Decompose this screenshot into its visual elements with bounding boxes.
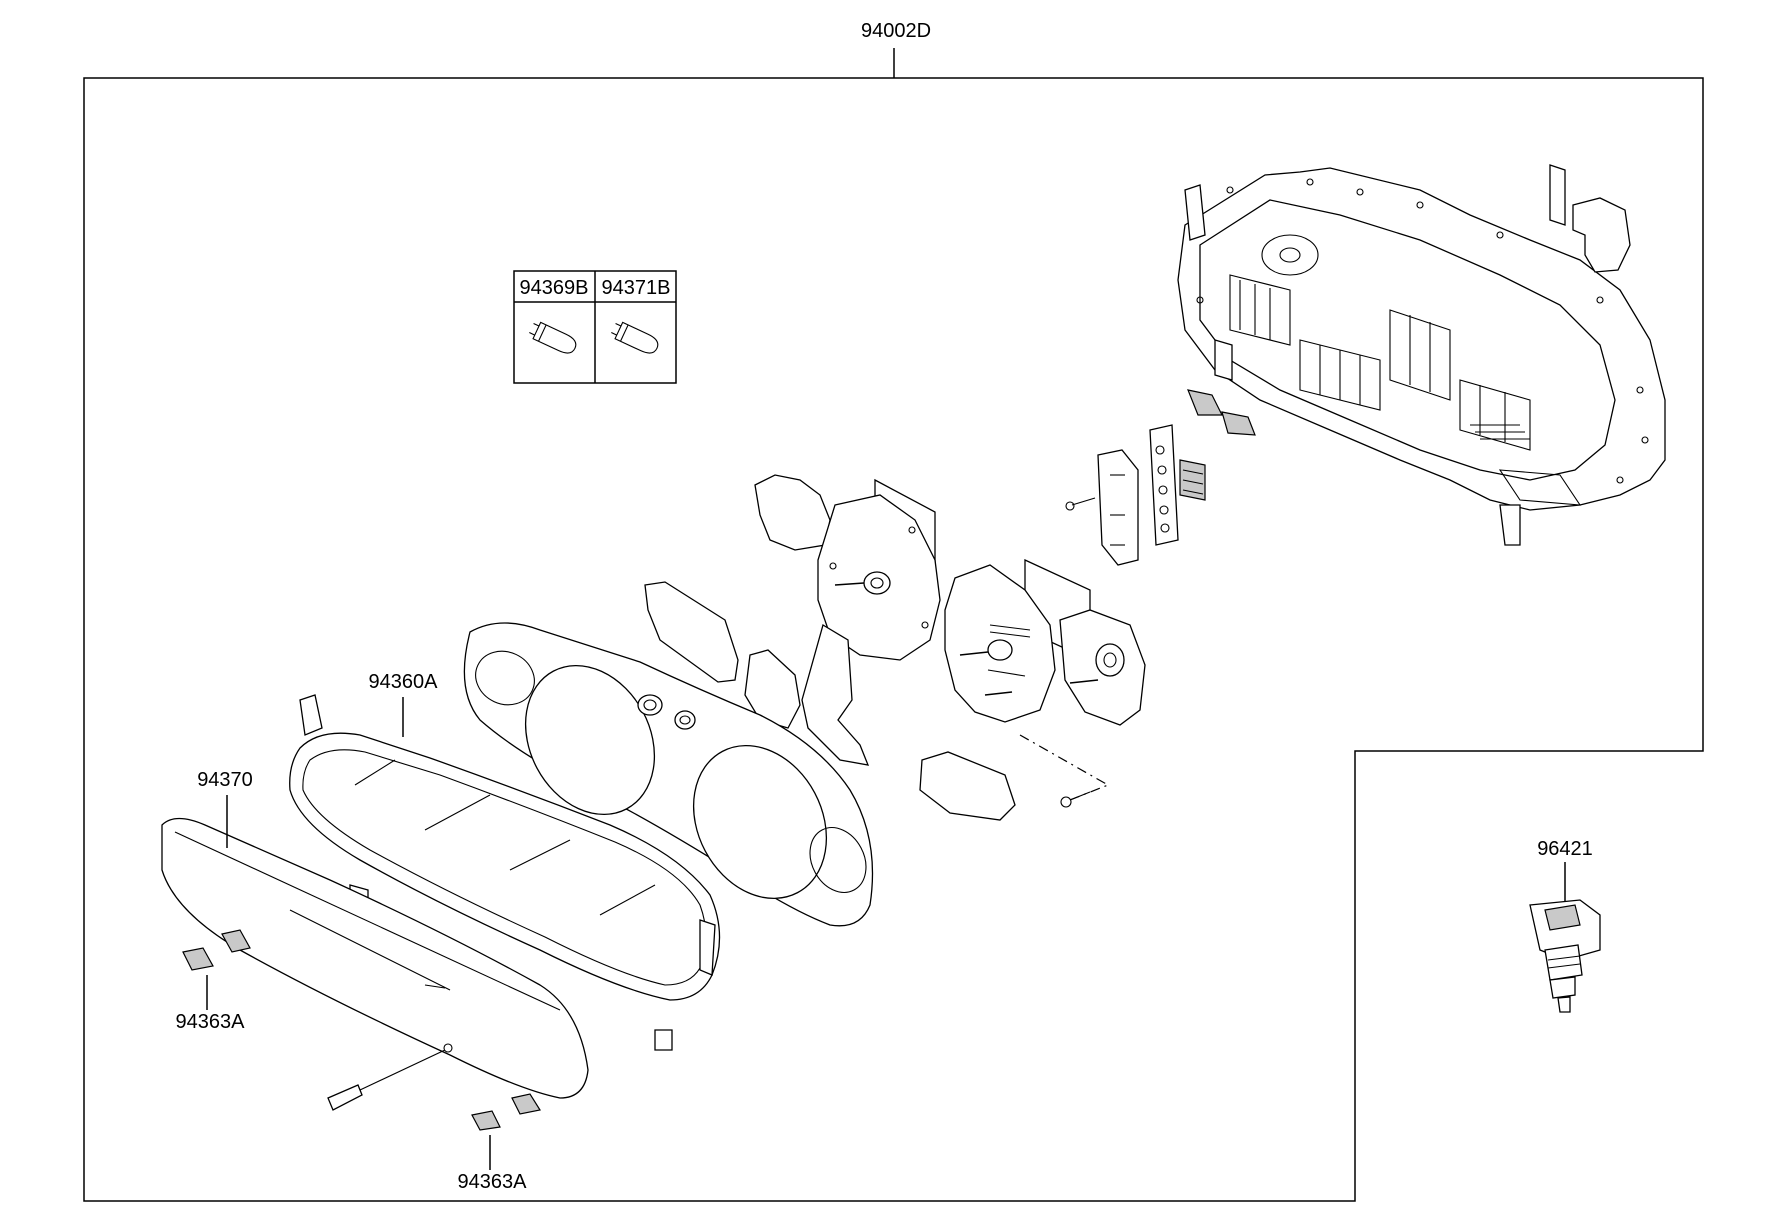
pad [511,1093,541,1115]
pad [471,1110,501,1131]
locating-pin [327,1043,453,1111]
label-pad-lower: 94363A [458,1171,528,1193]
gauge-plate [644,581,739,683]
dial-face-plate [463,622,874,927]
pad [221,929,251,953]
contact-pad [1221,411,1256,436]
lens-window [161,817,589,1099]
bulb-icon [529,321,577,354]
assembly-boundary [83,77,1704,1202]
gauge-plate [744,649,801,729]
bulb-col2-label: 94371B [602,277,671,299]
connector-block [1097,424,1206,566]
pad [182,947,214,971]
bulb-icon [611,321,659,354]
label-lens-window: 94370 [197,769,253,791]
label-lens-holder: 94360A [369,671,439,693]
speed-sensor [1529,862,1601,1013]
gauge-plate [919,751,1016,821]
gauge-movement [754,474,941,661]
mount-bracket [801,624,870,766]
gauge-movement [944,558,1146,726]
retainer-clip [1572,197,1631,273]
screw [1065,497,1096,511]
contact-pad [1187,389,1223,416]
bulb-col1-label: 94369B [520,277,589,299]
label-pad-upper: 94363A [176,1011,246,1033]
screw [1060,791,1091,808]
bulb-table: 94369B 94371B [513,270,677,384]
label-sensor: 96421 [1537,838,1593,860]
centerline [1019,734,1110,801]
assembly-part-number: 94002D [861,20,931,42]
instrument-case [1177,164,1666,546]
